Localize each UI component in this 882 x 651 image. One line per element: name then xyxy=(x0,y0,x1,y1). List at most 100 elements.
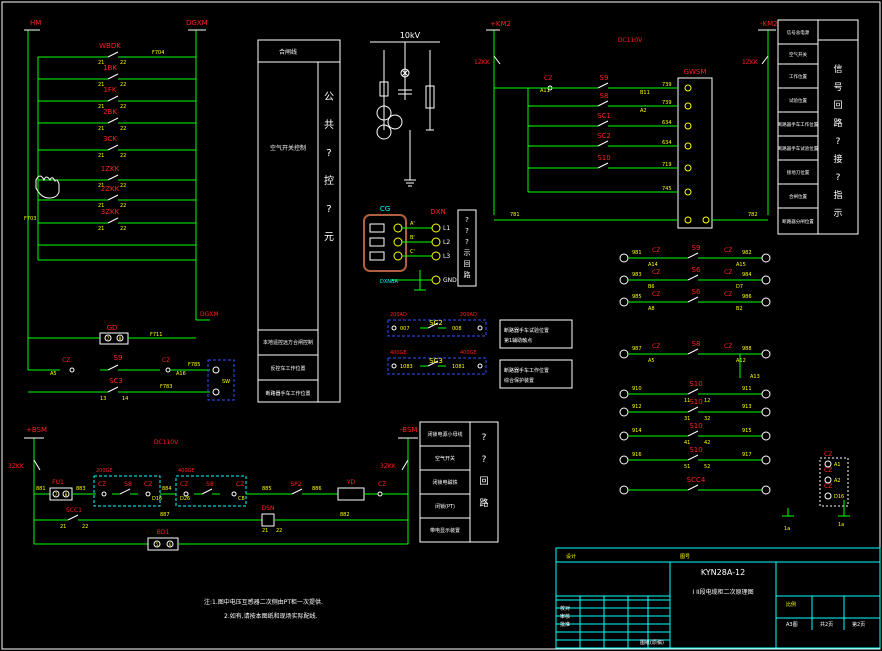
gwsm-box xyxy=(677,77,713,229)
rt-row-wire-5: 745 xyxy=(662,186,672,192)
rc-wire-no-r-3: 988 xyxy=(742,346,752,352)
lt-row-1: 空气开关 xyxy=(789,51,807,58)
rc-cz2p-2: B2 xyxy=(736,306,743,312)
gwsm-terminal-9 xyxy=(684,216,692,224)
mt-vertical-title: 公共?控?元 xyxy=(324,92,334,243)
rc-contact-7-blade xyxy=(687,454,699,461)
rc-wire-no-l-3: 987 xyxy=(632,346,642,352)
dxn-terminal-1 xyxy=(431,237,441,247)
rt-row-wire-0: 739 xyxy=(662,82,672,88)
contact-pin-l-2: 21 xyxy=(98,104,104,110)
sw-pin-1 xyxy=(212,366,220,374)
sc-mid-dashed-0 xyxy=(387,319,487,337)
sc-mid-tl-1: 400GE xyxy=(390,350,407,356)
rt-zkk-l-blade xyxy=(493,55,501,65)
rc-sp1-7: 51 xyxy=(684,464,690,470)
bl-dsn-p1: 21 xyxy=(262,528,268,534)
bl-bd-pinlabel-5: 5 xyxy=(156,542,159,547)
contact-label-7: 3ZKK xyxy=(101,208,120,216)
bl-884: 884 xyxy=(162,486,172,492)
s9-cz-right: CZ xyxy=(162,357,170,364)
contact-2ZKK-blade xyxy=(107,194,119,201)
rc-cz-stack-pinlabel-1: A2 xyxy=(834,478,841,484)
rc-terminal-r-3 xyxy=(761,349,771,359)
rt-row-pin-1: A2 xyxy=(640,108,647,114)
sc-mid-pin-r-0 xyxy=(477,325,483,331)
rc-gnd-r-label: 1a xyxy=(838,522,844,528)
rt-contact-4-blade xyxy=(597,162,609,169)
bus-left-label: HM xyxy=(30,19,41,27)
rc-cz1-2: CZ xyxy=(652,291,660,298)
s9-cz-left: CZ xyxy=(62,357,70,364)
bt-row-2: 闭锁电磁铁 xyxy=(432,479,457,486)
mt-row-3: 断路器手车工作位置 xyxy=(265,390,310,397)
rc-terminal-l-1 xyxy=(619,275,629,285)
rc-wire-no-r-0: 982 xyxy=(742,250,752,256)
bl-cz4: CZ xyxy=(378,481,386,488)
hv-left-fuse xyxy=(379,81,389,97)
contact-1FK-blade xyxy=(107,95,119,102)
bl-contact-s8b-blade xyxy=(201,488,213,495)
cg-phase-box-2 xyxy=(369,251,385,261)
rc-terminal-r-5 xyxy=(761,407,771,417)
rc-a13: A13 xyxy=(750,374,760,380)
cg-phase-terminal-1 xyxy=(393,237,403,247)
contact-pin-l-3: 21 xyxy=(98,126,104,132)
bl-cz2: CZ xyxy=(144,481,152,488)
rt-781-label: 781 xyxy=(510,212,520,218)
bl-fu-pinlabel-8: 8 xyxy=(65,492,68,497)
bl-cz1: CZ xyxy=(98,481,106,488)
rc-contact-1-blade xyxy=(687,274,699,281)
tb-cell-1: 校对 xyxy=(560,605,570,612)
rc-terminal-l-6 xyxy=(619,431,629,441)
contact-label-1: 1BK xyxy=(103,64,117,72)
rc-contact-2-blade xyxy=(687,296,699,303)
bl-fu-pin-7 xyxy=(52,490,60,498)
rc-wire-no-l-1: 983 xyxy=(632,272,642,278)
hv-arrester xyxy=(425,85,435,109)
bl-d16: D16 xyxy=(152,496,162,502)
bl-zkk-r-blade xyxy=(401,459,409,471)
tb-cell-6: A3图 xyxy=(786,622,798,628)
bl-dashed-1-label: 200GE xyxy=(96,468,113,474)
cg-phase-terminal-2 xyxy=(393,251,403,261)
sc-mid-tr-0: 200AD xyxy=(460,312,477,318)
rt-contact-1-blade xyxy=(597,100,609,107)
gd-dgxm-label: DGXM xyxy=(200,311,219,318)
rc-cz1p-1: B6 xyxy=(648,284,655,290)
contact-pin-r-7: 22 xyxy=(120,226,126,232)
gd-pin-label-8: 8 xyxy=(119,336,122,341)
contact-1BK-blade xyxy=(107,73,119,80)
bl-fu-label: FU1 xyxy=(52,479,64,486)
rc-cz1-1: CZ xyxy=(652,269,660,276)
rt-row-wire-4: 719 xyxy=(662,162,672,168)
dxn-label: DXN xyxy=(430,208,445,216)
bt-vertical-title: ??回路 xyxy=(479,433,488,509)
bl-scc1-p2: 22 xyxy=(82,524,88,530)
mt-row-2: 反控车工作位置 xyxy=(270,365,305,372)
tb-cell-3: 批准 xyxy=(560,621,570,628)
bl-dc-label: DC110V xyxy=(154,439,179,446)
hv-pt-circle-3 xyxy=(376,124,392,140)
rc-terminal-r-1 xyxy=(761,275,771,285)
sc-mid-bl-1: 1083 xyxy=(400,364,413,370)
lt-vertical-title: 信号回路?接?指示 xyxy=(833,63,842,219)
rt-contact-label-4: S10 xyxy=(597,154,610,162)
vertical-wire-label: F703 xyxy=(24,216,36,222)
cg-label: CG xyxy=(380,205,390,213)
cg-side-vertical: ???示回路 xyxy=(464,216,471,279)
bl-cz4-pin xyxy=(377,491,383,497)
rc-cz2p-1: D7 xyxy=(736,284,743,290)
gd-pin-label-7: 7 xyxy=(107,336,110,341)
bl-sp2-label: SP2 xyxy=(290,481,301,488)
sc-mid-bl-0: 007 xyxy=(400,326,410,332)
bl-881: 881 xyxy=(36,486,46,492)
lt-row-3: 试验位置 xyxy=(789,97,807,104)
tb-model: KYN28A-12 xyxy=(701,568,745,577)
tb-cell-4: 图号 xyxy=(680,554,690,560)
bl-cz1-pin xyxy=(101,491,107,497)
contact-1ZKK-blade xyxy=(107,174,119,181)
rc-terminal-r-0 xyxy=(761,253,771,263)
sc-mid-box-1-l1: 断路器手车试验位置 xyxy=(504,327,549,334)
sc-mid-label-1: SC3 xyxy=(429,357,443,365)
